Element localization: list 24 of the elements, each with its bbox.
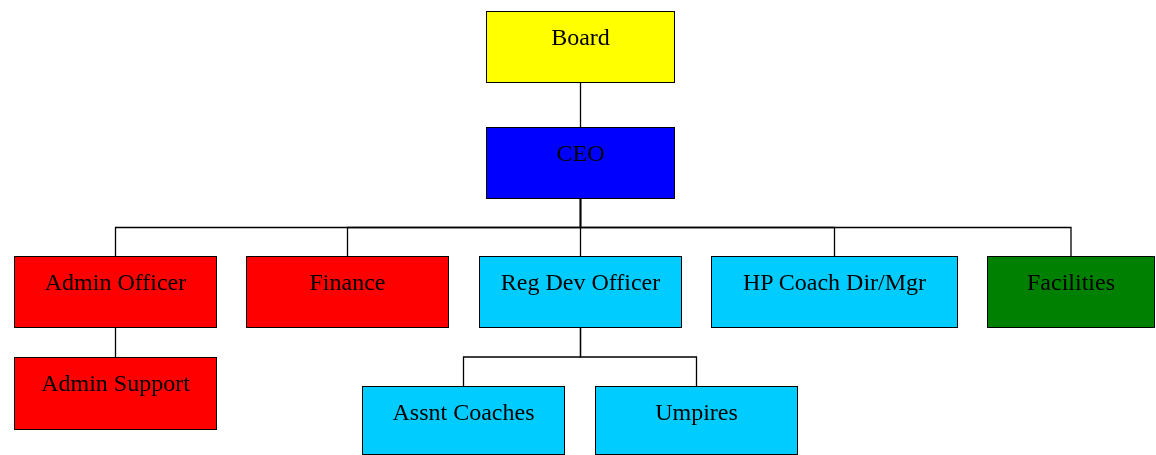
- box-label: Board: [551, 24, 610, 50]
- org-box: [362, 386, 565, 455]
- org-box: [486, 127, 675, 199]
- org-box: [987, 256, 1155, 328]
- connector-line: [579, 327, 698, 387]
- box-label: Assnt Coaches: [392, 399, 535, 425]
- org-box: [479, 256, 682, 328]
- org-box: [14, 357, 217, 430]
- org-box: [595, 386, 798, 455]
- connector-line: [579, 198, 1072, 257]
- box-label: Admin Support: [41, 370, 190, 396]
- org-box: [246, 256, 449, 328]
- box-label: Finance: [309, 269, 386, 295]
- org-box: [486, 11, 675, 83]
- org-box: [711, 256, 958, 328]
- box-label: Reg Dev Officer: [500, 269, 661, 295]
- org-box: [14, 256, 217, 328]
- box-label: Admin Officer: [44, 269, 187, 295]
- connector-line: [579, 82, 582, 128]
- box-label: Facilities: [1027, 269, 1115, 295]
- connector-line: [114, 327, 117, 358]
- box-label: HP Coach Dir/Mgr: [742, 269, 927, 295]
- box-label: CEO: [556, 140, 605, 166]
- box-label: Umpires: [655, 399, 738, 425]
